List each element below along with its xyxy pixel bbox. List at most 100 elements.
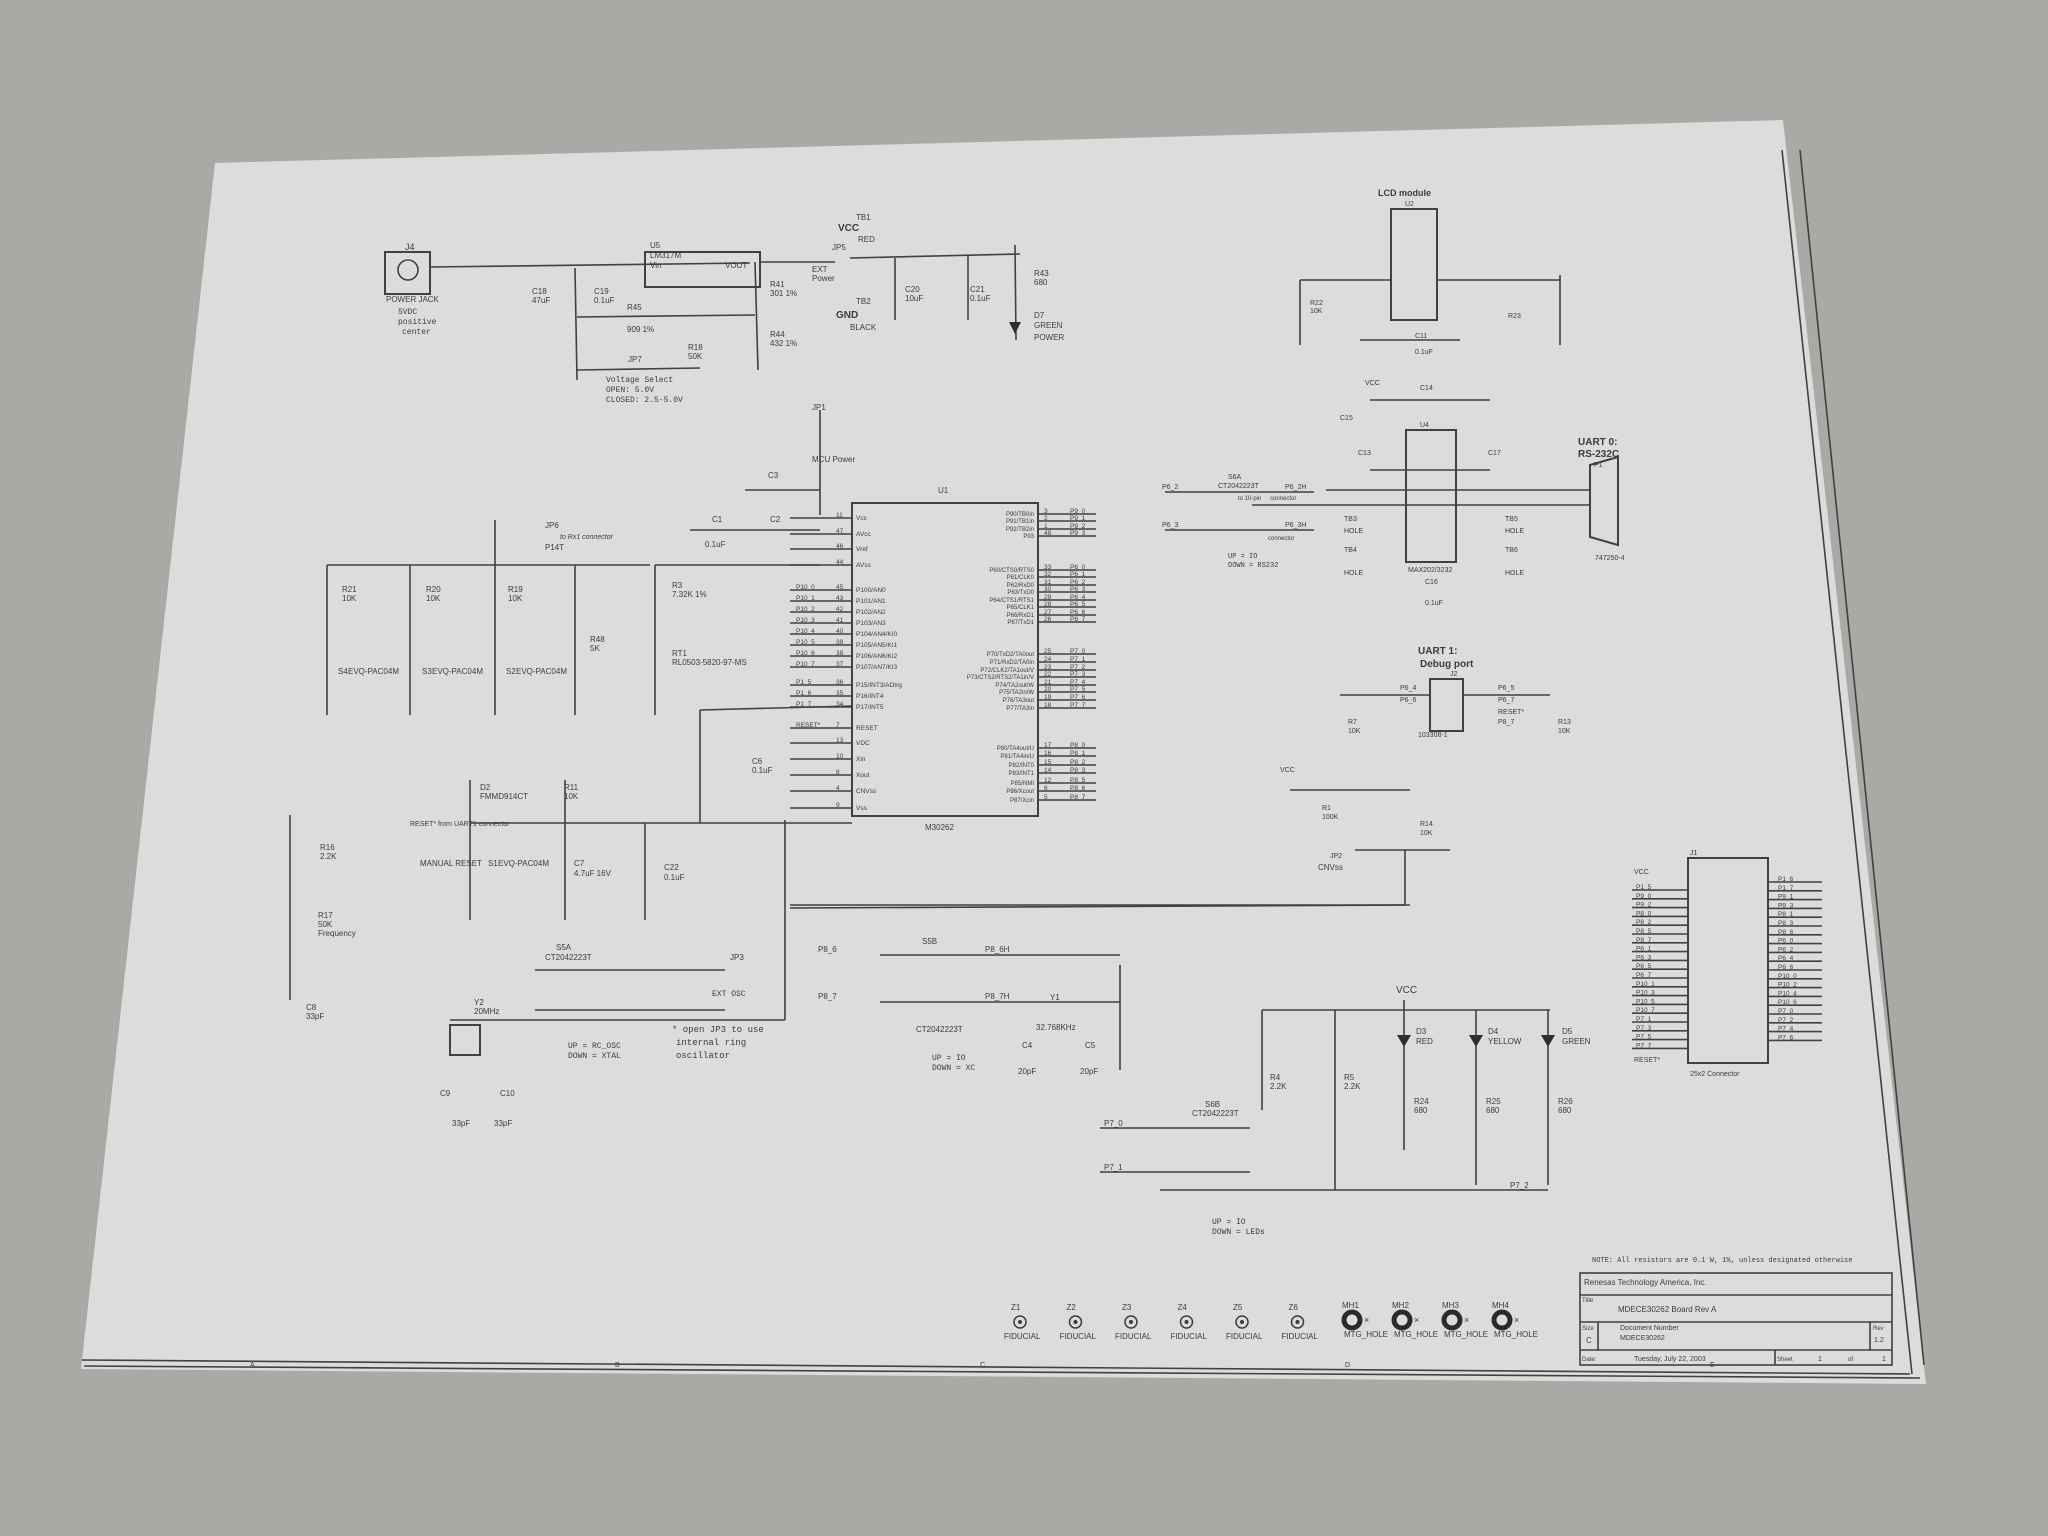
jumper-note: to Rx1 connector: [560, 534, 614, 541]
vcc-label: VCC: [1634, 869, 1649, 876]
fiducial-icon: [1179, 1315, 1194, 1329]
resistor-value: 10K: [1310, 308, 1323, 315]
mcu-net-label: RESET*: [796, 722, 821, 729]
mcu-pin-name: AVss: [856, 562, 871, 569]
mcu-pin-number: 23: [1044, 664, 1052, 671]
fiducial-label: FIDUCIAL: [1115, 1332, 1152, 1341]
resistor-value: 2.2K: [320, 852, 337, 861]
mcu-pin-name: P63/TxD0: [1007, 590, 1034, 596]
cap-value: 33pF: [494, 1119, 512, 1128]
net-label: P7_2: [1510, 1181, 1529, 1190]
header-net-label: P6_1: [1636, 946, 1652, 953]
fiducials-row: Z1FIDUCIALZ2FIDUCIALZ3FIDUCIALZ4FIDUCIAL…: [1004, 1301, 1538, 1341]
resistor-value: 680: [1558, 1106, 1572, 1115]
net-label: P6_7: [1498, 697, 1514, 704]
cap-ref: C8: [306, 1003, 317, 1012]
crystal-ref: Y1: [1050, 993, 1060, 1002]
header-net-label: P7_7: [1636, 1042, 1652, 1049]
document-number: MDECE30262: [1620, 1335, 1665, 1342]
switch-part: EVQ-PAC04M: [498, 859, 549, 868]
mcu-net-label: P8_5: [1070, 777, 1086, 784]
testpoint-ref: TB6: [1505, 547, 1518, 554]
cap-value: 20pF: [1080, 1067, 1098, 1076]
testpoint-label: HOLE: [1344, 570, 1363, 577]
hole-ref: MH3: [1442, 1301, 1459, 1310]
mcu-pin-number: 5: [1044, 794, 1048, 801]
cap-ref: C19: [594, 287, 609, 296]
switch-position-note: UP = RC_OSC: [568, 1042, 621, 1051]
cap-value: 0.1uF: [1425, 600, 1443, 607]
resistor-ref: R5: [1344, 1073, 1355, 1082]
resistor-ref: R26: [1558, 1097, 1573, 1106]
resistor-value: 10K: [1348, 728, 1361, 735]
testpoint-ref: TB2: [856, 297, 871, 306]
mcu-net-label: P1_5: [796, 679, 812, 686]
mcu-net-label: P6_4: [1070, 594, 1086, 601]
resistor-ref: R13: [1558, 719, 1571, 726]
uart0-title: UART 0:: [1578, 437, 1617, 448]
border-zone-label: A: [250, 1362, 255, 1369]
header-net-label: P8_1: [1778, 911, 1794, 918]
mcu-pin-name: P66/RxD1: [1007, 613, 1035, 619]
mcu-pin-number: 21: [1044, 679, 1052, 686]
header-net-label: P7_2: [1778, 1017, 1794, 1024]
uart0-subtitle: RS-232C: [1578, 449, 1619, 460]
header-net-label: P10_2: [1778, 982, 1797, 989]
regulator-pin: VOUT: [725, 261, 747, 270]
mcu-pin-number: 44: [836, 559, 844, 566]
header-net-label: P6_7: [1636, 972, 1652, 979]
led-ref: D3: [1416, 1027, 1427, 1036]
switch-position-note: DOWN = LEDs: [1212, 1228, 1265, 1237]
mcu-pin-number: 4: [836, 785, 840, 792]
net-label: P6_2: [1162, 484, 1178, 491]
cap-value: 10uF: [905, 294, 923, 303]
diode-ref: D2: [480, 783, 491, 792]
mcu-pin-number: 12: [1044, 777, 1052, 784]
hole-label: MTG_HOLE: [1344, 1330, 1388, 1339]
border-zone-label: B: [615, 1362, 620, 1369]
resistor-ref: R23: [1508, 313, 1521, 320]
switch-ref: S5B: [922, 937, 937, 946]
mcu-pin-name: P81/TA4in/U: [1000, 754, 1034, 760]
pot-ref: R18: [688, 343, 703, 352]
mcu-pin-name: Vss: [856, 805, 868, 812]
mcu-pin-number: 36: [836, 679, 844, 686]
mcu-pin-name: P86/Xcout: [1006, 789, 1034, 795]
mcu-pin-number: 22: [1044, 671, 1052, 678]
mcu-pin-name: P72/CLK2/TA1out/V: [980, 668, 1034, 674]
mcu-pin-number: 38: [836, 650, 844, 657]
mcu-pin-number: 37: [836, 661, 844, 668]
mcu-pin-number: 40: [836, 628, 844, 635]
header-net-label: P6_6: [1778, 964, 1794, 971]
mcu-net-label: P8_2: [1070, 759, 1086, 766]
mcu-pin-name: P93: [1023, 534, 1034, 540]
net-label: P6_6: [1400, 697, 1416, 704]
fiducial-label: FIDUCIAL: [1226, 1332, 1263, 1341]
mcu-pin-number: 3: [1044, 508, 1048, 515]
mcu-pin-name: Vcc: [856, 515, 868, 522]
net-label: P6_5: [1498, 685, 1514, 692]
regulator-part: LM317M: [650, 251, 681, 260]
mcu-pin-name: VDC: [856, 740, 870, 747]
no-connect-icon: ×: [1464, 1315, 1469, 1325]
no-connect-icon: ×: [1414, 1315, 1419, 1325]
mcu-pin-number: 41: [836, 617, 844, 624]
switch-position-note: UP = IO: [1212, 1218, 1246, 1227]
border-zone-label: C: [980, 1362, 985, 1369]
cap-ref: C20: [905, 285, 920, 294]
mcu-pin-name: P16/INT4: [856, 693, 884, 700]
mcu-pin-name: Vref: [856, 546, 868, 553]
mcu-pin-name: P17/INT5: [856, 704, 884, 711]
switch-part: EVQ-PAC04M: [516, 667, 567, 676]
company-name: Renesas Technology America, Inc.: [1584, 1278, 1707, 1287]
switch-ref: S5A: [556, 943, 572, 952]
mcu-pin-name: P104/AN4/KI0: [856, 631, 898, 638]
resistor-value: 301 1%: [770, 289, 797, 298]
led-color: GREEN: [1562, 1037, 1591, 1046]
resistor-value: 680: [1034, 278, 1048, 287]
testpoint-color: RED: [858, 235, 875, 244]
mcu-pin-number: 7: [836, 722, 840, 729]
testpoint-ref: TB4: [1344, 547, 1357, 554]
mounting-hole-icon: [1341, 1309, 1363, 1331]
mcu-net-label: P1_7: [796, 701, 812, 708]
